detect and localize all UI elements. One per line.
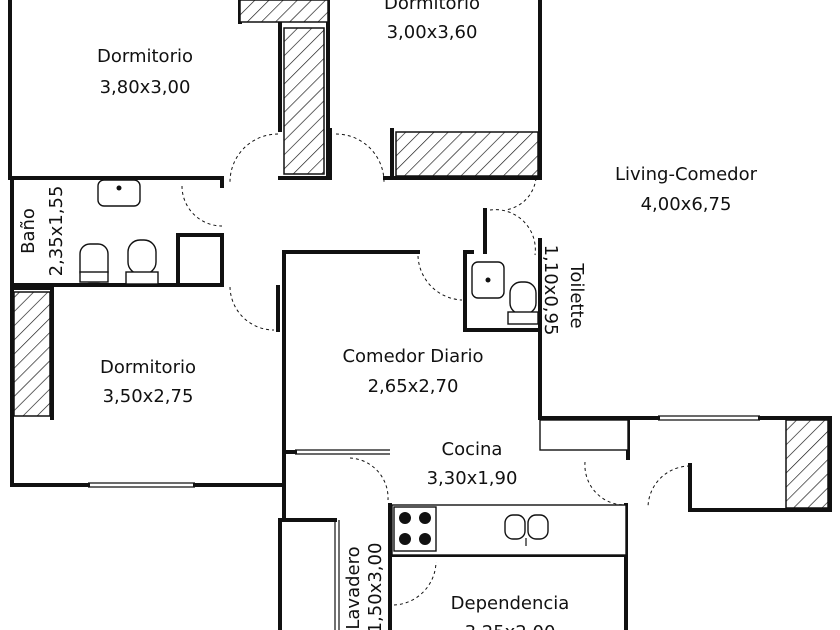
dorm2-name: Dormitorio	[384, 0, 480, 14]
toilette-size: 1,10x0,95	[540, 245, 561, 336]
doors	[181, 133, 691, 606]
cocina-size: 3,30x1,90	[427, 468, 518, 489]
comedor-size: 2,65x2,70	[368, 376, 459, 397]
dependencia-size: 3,25x2,00	[465, 622, 556, 630]
closet-living	[785, 419, 829, 509]
dorm1-name: Dormitorio	[97, 46, 193, 67]
toilet-bano-icon	[125, 239, 159, 285]
kitchen-sink-icon	[504, 514, 549, 546]
toilet-toilette-icon	[507, 281, 539, 325]
living-name: Living-Comedor	[615, 164, 758, 185]
sink-toilette-icon	[471, 261, 505, 299]
lavadero-name: Lavadero	[343, 546, 364, 629]
cocina-name: Cocina	[442, 439, 503, 460]
closet-dorm3	[13, 291, 51, 417]
closets	[13, 0, 829, 509]
dependencia-name: Dependencia	[451, 593, 570, 614]
room-labels: Dormitorio 3,80x3,00 Dormitorio 3,00x3,6…	[18, 0, 758, 630]
closet-vertical	[283, 27, 325, 175]
closet-top	[239, 0, 329, 23]
fixtures	[79, 179, 549, 552]
living-size: 4,00x6,75	[641, 194, 732, 215]
walls	[8, 0, 832, 630]
lavadero-size: 1,50x3,00	[365, 543, 386, 630]
closet-dorm2	[395, 131, 539, 177]
comedor-name: Comedor Diario	[342, 346, 483, 367]
bidet-icon	[79, 243, 109, 283]
bano-size: 2,35x1,55	[46, 186, 67, 277]
dorm3-size: 3,50x2,75	[103, 386, 194, 407]
bano-name: Baño	[18, 208, 39, 254]
dorm3-name: Dormitorio	[100, 357, 196, 378]
toilette-name: Toilette	[566, 262, 587, 328]
dorm2-size: 3,00x3,60	[387, 22, 478, 43]
stove-icon	[393, 506, 437, 552]
dorm1-size: 3,80x3,00	[100, 77, 191, 98]
sink-bano-icon	[97, 179, 141, 207]
